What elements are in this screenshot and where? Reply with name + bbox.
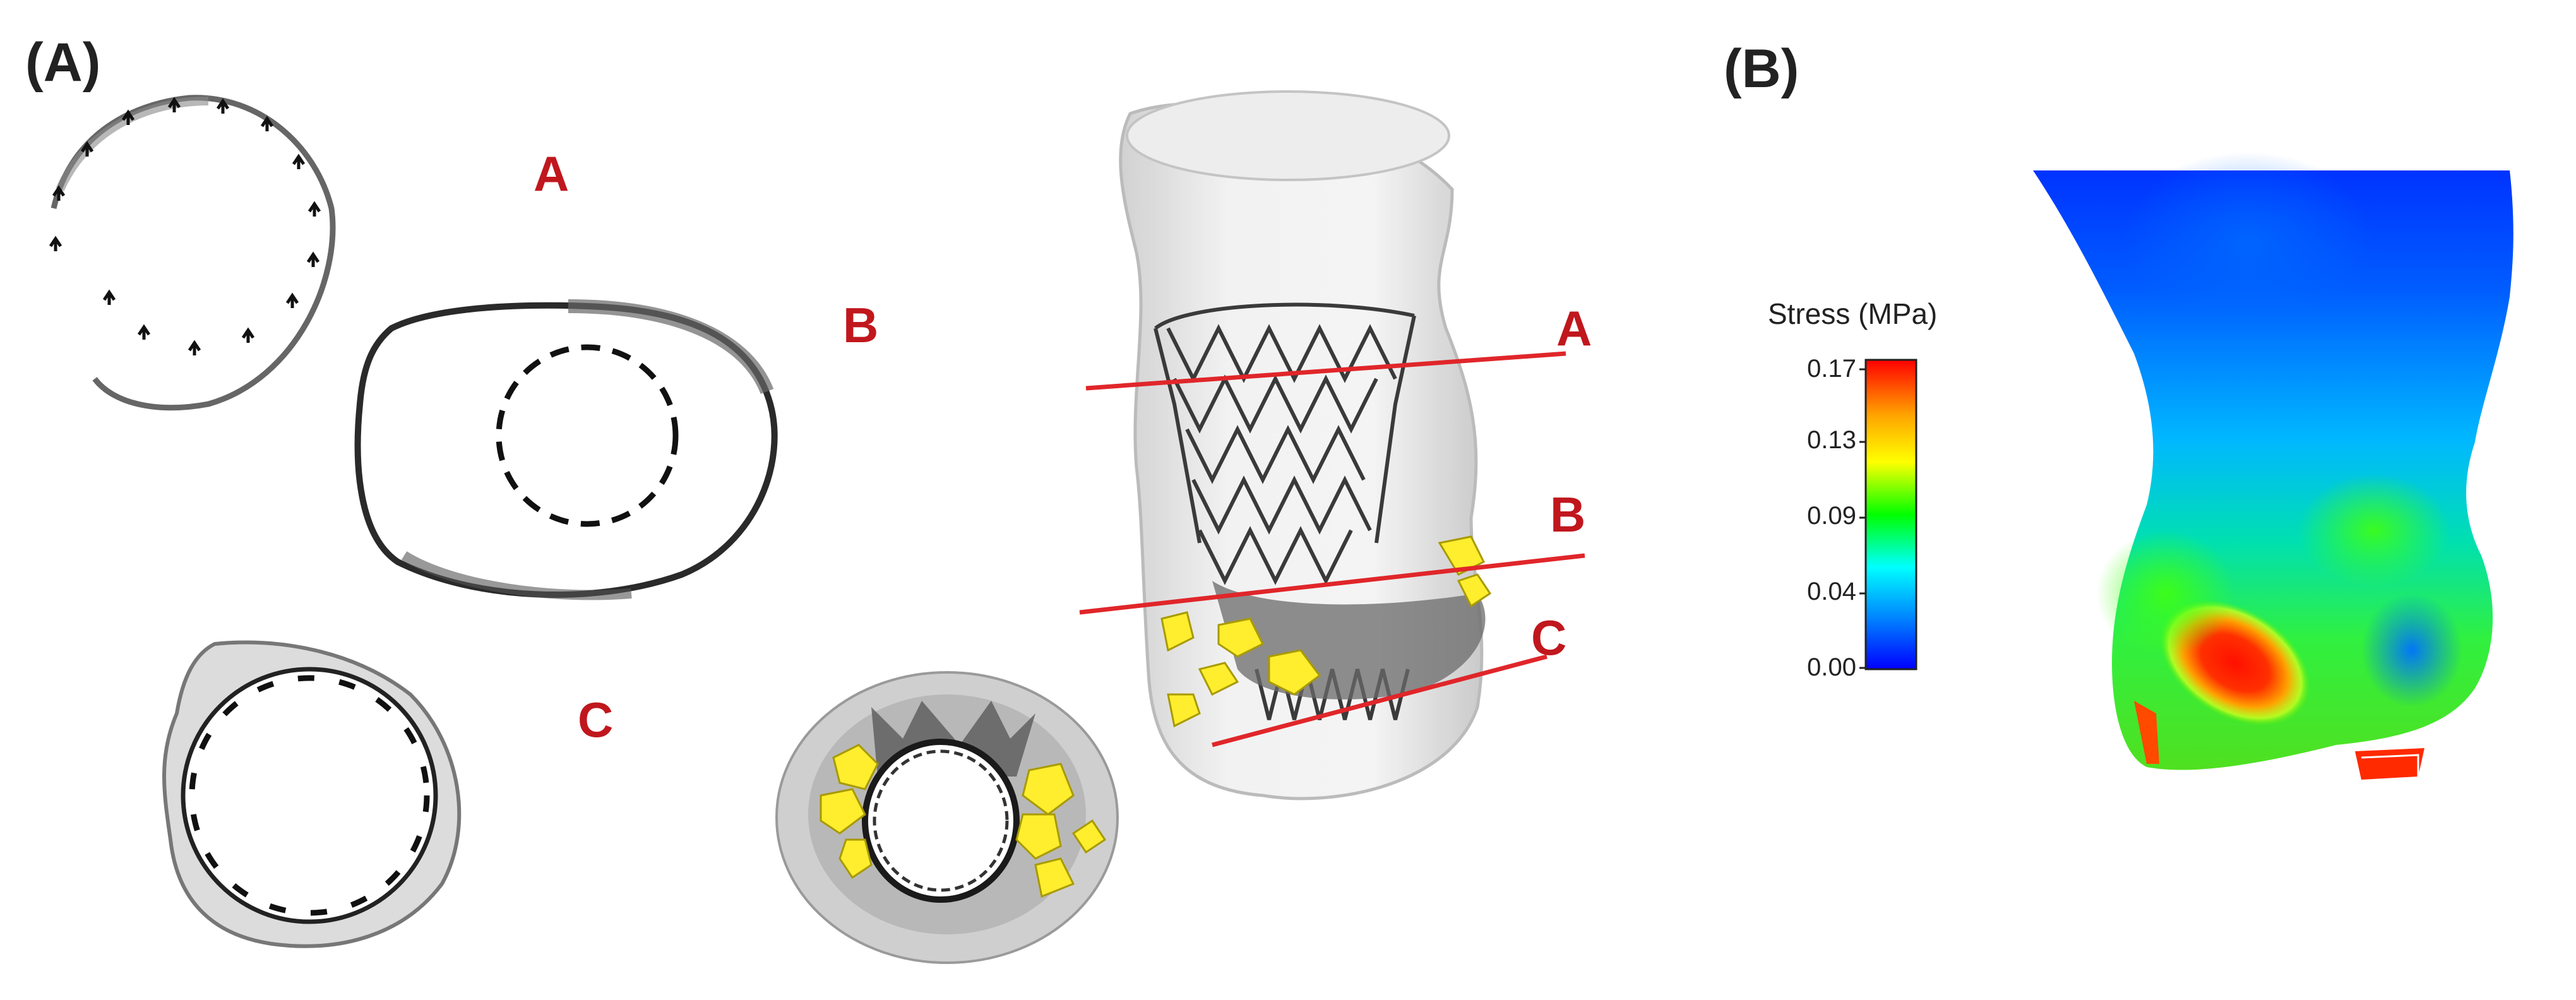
colorbar-title: Stress (MPa)	[1768, 297, 1938, 330]
cut-plane-a	[1085, 351, 1566, 391]
cut-planes	[1079, 351, 1585, 747]
cross-section-a	[49, 95, 336, 411]
cut-plane-label-a: A	[1556, 301, 1592, 356]
stress-colorbar	[1859, 359, 1917, 670]
colorbar-tick-label: 0.09	[1807, 502, 1856, 530]
panel-a-label: (A)	[25, 32, 101, 93]
aortic-root-model	[1079, 90, 1585, 801]
cut-plane-label-b: B	[1550, 487, 1586, 542]
cut-plane-b	[1079, 553, 1585, 615]
colorbar-gradient-bar	[1864, 359, 1917, 670]
section-label-b: B	[843, 297, 879, 353]
cross-section-b	[354, 299, 778, 600]
colorbar-tick-label: 0.17	[1807, 355, 1856, 383]
calcification-deposits-3d	[1160, 535, 1492, 728]
section-label-c: C	[578, 692, 614, 747]
stress-contour-model	[2033, 152, 2513, 780]
section-label-a: A	[534, 146, 569, 201]
panel-b-label: (B)	[1724, 39, 1799, 99]
calcification-deposits	[820, 744, 1107, 898]
colorbar-tick-label: 0.00	[1807, 653, 1856, 681]
colorbar-tick-label: 0.13	[1807, 426, 1856, 454]
colorbar-tick-label: 0.04	[1807, 578, 1856, 605]
stent-ring-b	[496, 344, 679, 527]
cut-plane-c	[1212, 654, 1547, 747]
stent-frame	[1154, 302, 1416, 720]
stent-struts-a	[49, 97, 321, 355]
stent-ring-c	[189, 675, 430, 916]
cut-plane-label-c: C	[1531, 610, 1567, 665]
cross-section-c	[162, 640, 462, 948]
bottom-view-model	[775, 671, 1119, 964]
